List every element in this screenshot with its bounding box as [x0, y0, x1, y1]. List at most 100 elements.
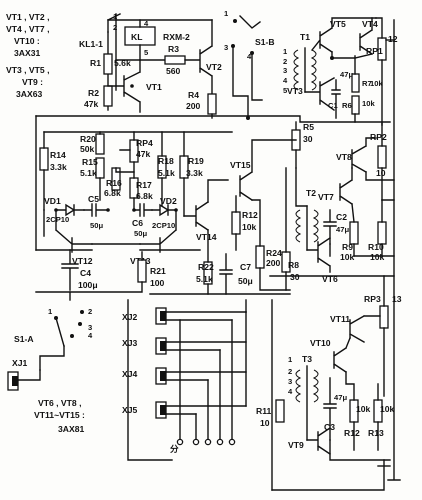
c1-label: C1	[328, 101, 338, 110]
r22-label: R22	[198, 262, 214, 272]
s1a-pos: 2	[88, 307, 92, 316]
resistor-r4	[207, 93, 217, 115]
rp1-label: RP1	[366, 46, 383, 56]
c7-value: 50μ	[238, 276, 253, 286]
pin-10-label: 10	[376, 168, 386, 178]
node-label: 4	[144, 19, 149, 28]
vt5-label: VT5	[330, 19, 346, 29]
s1b-label: S1-B	[255, 37, 275, 47]
output-driver-section: VT14 VT15 R12 10k R24 200 R22 5.1k C7 50…	[149, 139, 297, 295]
relay-model-label: RXM-2	[163, 32, 190, 42]
note-line: 3AX31	[14, 48, 40, 58]
r2-label: R2	[88, 88, 99, 98]
t3-pin: 2	[288, 367, 292, 376]
r7-value: 10k	[370, 79, 383, 88]
c6-value: 50μ	[134, 229, 147, 238]
r16-value: 6.8k	[104, 188, 121, 198]
vt1-label: VT1	[146, 82, 162, 92]
resistor-r10	[377, 221, 387, 245]
r4-value: 200	[186, 101, 201, 111]
vt10-label: VT10	[310, 338, 331, 348]
c5-label: C5	[88, 194, 99, 204]
relay-section: KL1-1 1 2 4 5 1 3 4 KL RXM-2 R1 5.6k R2 …	[79, 9, 252, 119]
c3-value: 47μ	[334, 393, 347, 402]
right-rail	[387, 19, 401, 481]
t3-pin: 4	[288, 387, 293, 396]
note-line: 3AX81	[58, 424, 84, 434]
note-line: VT9 :	[22, 77, 43, 87]
kl1-label: KL1-1	[79, 39, 103, 49]
t1-pin: 4	[283, 76, 288, 85]
transistor-type-notes-top: VT1 , VT2 , VT4 , VT7 , VT10 : 3AX31 VT3…	[6, 12, 49, 99]
resistor-r24	[255, 245, 265, 269]
r13-label: R13	[368, 428, 384, 438]
c1-value: 47μ	[340, 70, 353, 79]
r16-label: R16	[106, 178, 122, 188]
r22-value: 5.1k	[196, 274, 213, 284]
r15-label: R15	[82, 157, 98, 167]
note-line: VT6 , VT8 ,	[38, 398, 81, 408]
r6-label: R6	[342, 101, 352, 110]
note-line: VT11~VT15 :	[34, 410, 85, 420]
r7-label: R7	[362, 79, 372, 88]
r19-label: R19	[188, 156, 204, 166]
r21-value: 100	[150, 278, 165, 288]
r11-label: R11	[256, 406, 272, 416]
vd1-label: VD1	[44, 196, 61, 206]
t2-label: T2	[306, 188, 316, 198]
vt15-label: VT15	[230, 160, 251, 170]
r12b-label: R12	[344, 428, 360, 438]
vt6-label: VT6	[322, 274, 338, 284]
r12b-value: 10k	[356, 404, 371, 414]
resistor-r9	[349, 221, 359, 245]
node-label: 2	[113, 23, 117, 32]
r12-label: R12	[242, 210, 258, 220]
t3-pin: 3	[288, 377, 292, 386]
resistor-r1	[103, 53, 113, 75]
t1-pin: 3	[283, 66, 287, 75]
t1-pin: 5	[283, 86, 288, 95]
vt7-label: VT7	[318, 192, 334, 202]
r6-value: 10k	[362, 99, 375, 108]
c4-value: 100μ	[78, 280, 98, 290]
r10-value: 10k	[370, 252, 385, 262]
r8-value: 30	[290, 272, 300, 282]
r5-value: 30	[303, 134, 313, 144]
r4-label: R4	[188, 90, 199, 100]
r14-value: 3.3k	[50, 162, 67, 172]
resistor-r7	[351, 73, 360, 93]
fen-label: 分	[170, 443, 179, 454]
c7-label: C7	[240, 262, 251, 272]
vt4-label: VT4	[362, 19, 378, 29]
r24-value: 200	[266, 258, 281, 268]
s1a-label: S1-A	[14, 334, 34, 344]
r21-label: R21	[150, 266, 166, 276]
resistor-r20	[95, 133, 105, 155]
vd2-label: VD2	[160, 196, 177, 206]
r5-label: R5	[303, 122, 314, 132]
resistor-r2	[103, 85, 113, 107]
r17-label: R17	[136, 180, 152, 190]
jack-bank: XJ2 XJ3 XJ4 XJ5 分	[122, 299, 247, 461]
r9-label: R9	[342, 242, 353, 252]
c4-label: C4	[80, 268, 91, 278]
r11-value: 10	[260, 418, 270, 428]
r20-label: R20	[80, 134, 96, 144]
r8-label: R8	[288, 260, 299, 270]
c2-label: C2	[336, 212, 347, 222]
note-line: VT1 , VT2 ,	[6, 12, 49, 22]
vt11-label: VT11	[330, 314, 350, 324]
node-label: 5	[144, 48, 149, 57]
s1a-pos: 3	[88, 323, 92, 332]
xj5-label: XJ5	[122, 405, 138, 415]
r20-value: 50k	[80, 144, 95, 154]
resistor-r6	[351, 95, 360, 115]
rp4-value: 47k	[136, 149, 151, 159]
vt14-label: VT14	[196, 232, 217, 242]
vd2-value: 2CP10	[152, 221, 175, 230]
node-label: 1	[224, 9, 229, 18]
rp2-label: RP2	[370, 132, 387, 142]
t1-pin: 2	[283, 57, 287, 66]
t1-stage: T1 1 2 3 4 5 VT5 VT4 RP1 12 VT3 C1 47μ R…	[283, 17, 398, 126]
